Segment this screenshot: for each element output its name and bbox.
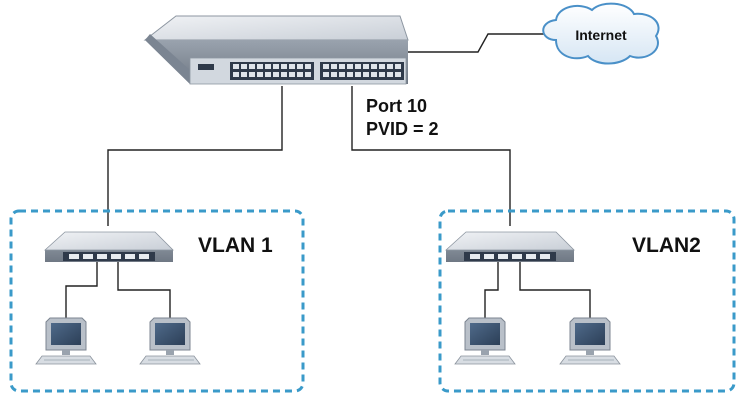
computer-icon: [454, 317, 516, 365]
vlan2-pc1-cable: [484, 262, 499, 318]
cloud-icon: Internet: [542, 2, 660, 65]
port-label: Port 10: [366, 96, 427, 116]
network-cables: [65, 33, 591, 318]
small-switch-icon: [445, 231, 575, 263]
vlan2-boundary: [438, 209, 736, 393]
vlan1-uplink-cable: [107, 86, 283, 226]
internet-uplink-cable: [408, 33, 548, 53]
computer-icon: [35, 317, 97, 365]
vlan1-group: VLAN 1: [9, 209, 305, 393]
vlan2-pc2-cable: [519, 262, 591, 318]
vlan1-label: VLAN 1: [198, 234, 273, 257]
vlan1-pc1-cable: [65, 262, 98, 318]
vlan1-boundary: [9, 209, 305, 393]
vlan1-pc2-cable: [117, 262, 171, 318]
vlan2-group: VLAN2: [438, 209, 736, 393]
computer-icon: [139, 317, 201, 365]
main-switch-icon: [143, 15, 409, 85]
small-switch-icon: [44, 231, 174, 263]
vlan2-uplink-cable: [351, 86, 511, 226]
main-switch-ports: [230, 62, 404, 80]
internet-label: Internet: [575, 27, 627, 43]
pvid-label: PVID = 2: [366, 119, 439, 139]
vlan2-label: VLAN2: [632, 234, 701, 257]
computer-icon: [559, 317, 621, 365]
